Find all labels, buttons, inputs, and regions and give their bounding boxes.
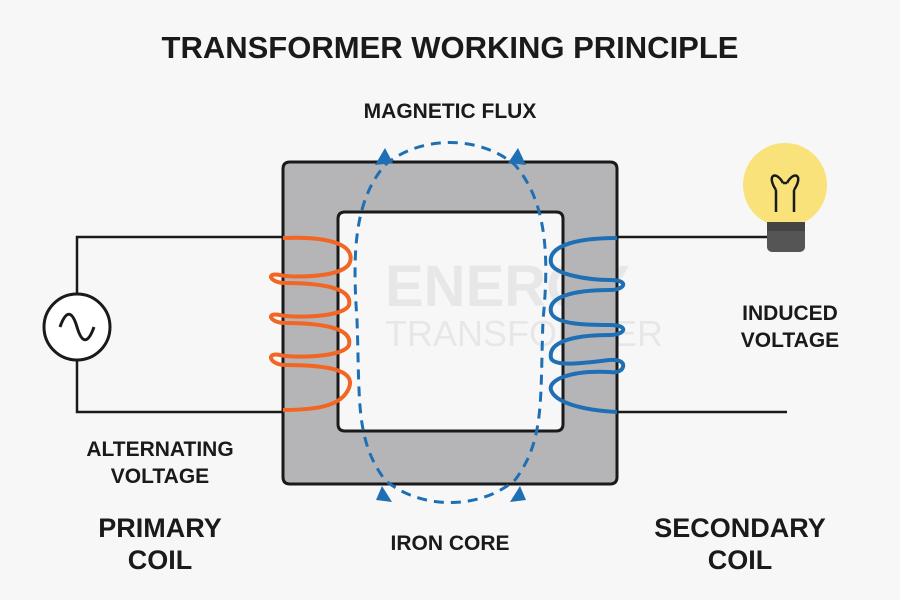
magnetic-flux-label: MAGNETIC FLUX [363,100,537,123]
induced-voltage-label: INDUCED VOLTAGE [740,302,840,352]
iron-core [281,160,619,486]
iron-core-label: IRON CORE [390,532,510,555]
flux-arrow-icon [508,148,526,165]
primary-wire [75,235,290,414]
light-bulb-icon [743,143,827,252]
flux-arrow-icon [375,148,393,165]
alternating-voltage-label: ALTERNATING VOLTAGE [86,438,234,488]
primary-coil [269,235,353,412]
ac-source-icon [42,292,112,362]
secondary-coil [548,236,626,414]
magnetic-flux-loop [353,141,548,504]
secondary-coil-label: SECONDARY COIL [654,513,826,575]
flux-arrow-icon [510,486,526,502]
wires [75,235,787,414]
primary-coil-label: PRIMARY COIL [98,513,222,575]
flux-arrow-icon [376,486,392,502]
diagram-title: TRANSFORMER WORKING PRINCIPLE [161,30,739,65]
secondary-wire [610,235,787,414]
